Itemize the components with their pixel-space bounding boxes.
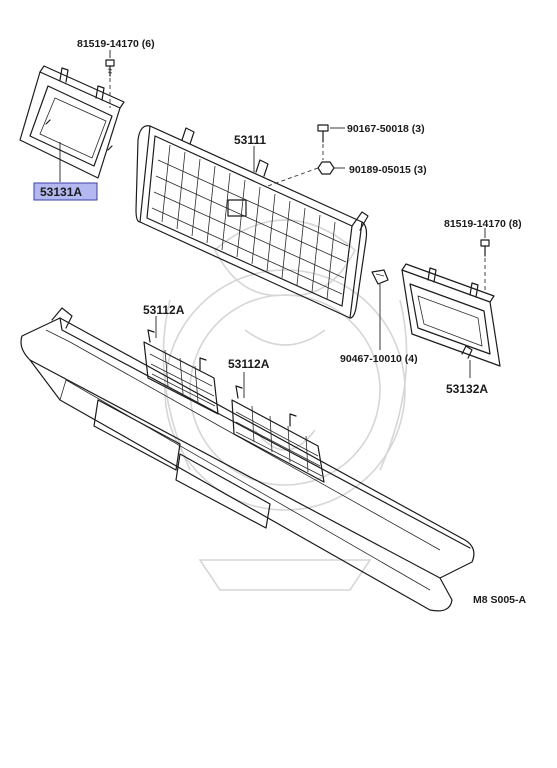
part-label-53112a-left[interactable]: 53112A bbox=[143, 303, 185, 317]
callout-bolt-right[interactable]: 81519-14170 (8) bbox=[444, 218, 522, 230]
headlamp-bezel-left[interactable] bbox=[19, 65, 125, 179]
callout-screw[interactable]: 90167-50018 (3) bbox=[347, 123, 425, 135]
diagram-id: M8 S005-A bbox=[473, 594, 527, 606]
callout-clip[interactable]: 90467-10010 (4) bbox=[340, 353, 418, 365]
screw-icon[interactable] bbox=[317, 124, 329, 143]
nut-icon[interactable] bbox=[317, 161, 335, 175]
clip-icon[interactable] bbox=[371, 269, 389, 285]
bumper-grille-left[interactable] bbox=[143, 329, 219, 415]
headlamp-bezel-right[interactable] bbox=[401, 263, 501, 367]
part-label-53111[interactable]: 53111 bbox=[234, 133, 266, 147]
bumper-grille-right[interactable] bbox=[231, 385, 325, 483]
bolt-icon[interactable] bbox=[105, 59, 115, 77]
front-bumper[interactable] bbox=[20, 307, 475, 612]
part-label-53131a[interactable]: 53131A bbox=[40, 185, 82, 199]
part-label-53112a-right[interactable]: 53112A bbox=[228, 357, 270, 371]
callout-bolt-top-left[interactable]: 81519-14170 (6) bbox=[77, 38, 155, 50]
highlight-box bbox=[33, 182, 98, 201]
radiator-grille[interactable] bbox=[135, 125, 369, 319]
bolt-icon[interactable] bbox=[480, 239, 490, 257]
part-label-53132a[interactable]: 53132A bbox=[446, 382, 488, 396]
emblem-icon bbox=[227, 199, 247, 217]
grille-slats bbox=[151, 144, 349, 300]
callout-nut[interactable]: 90189-05015 (3) bbox=[349, 164, 427, 176]
